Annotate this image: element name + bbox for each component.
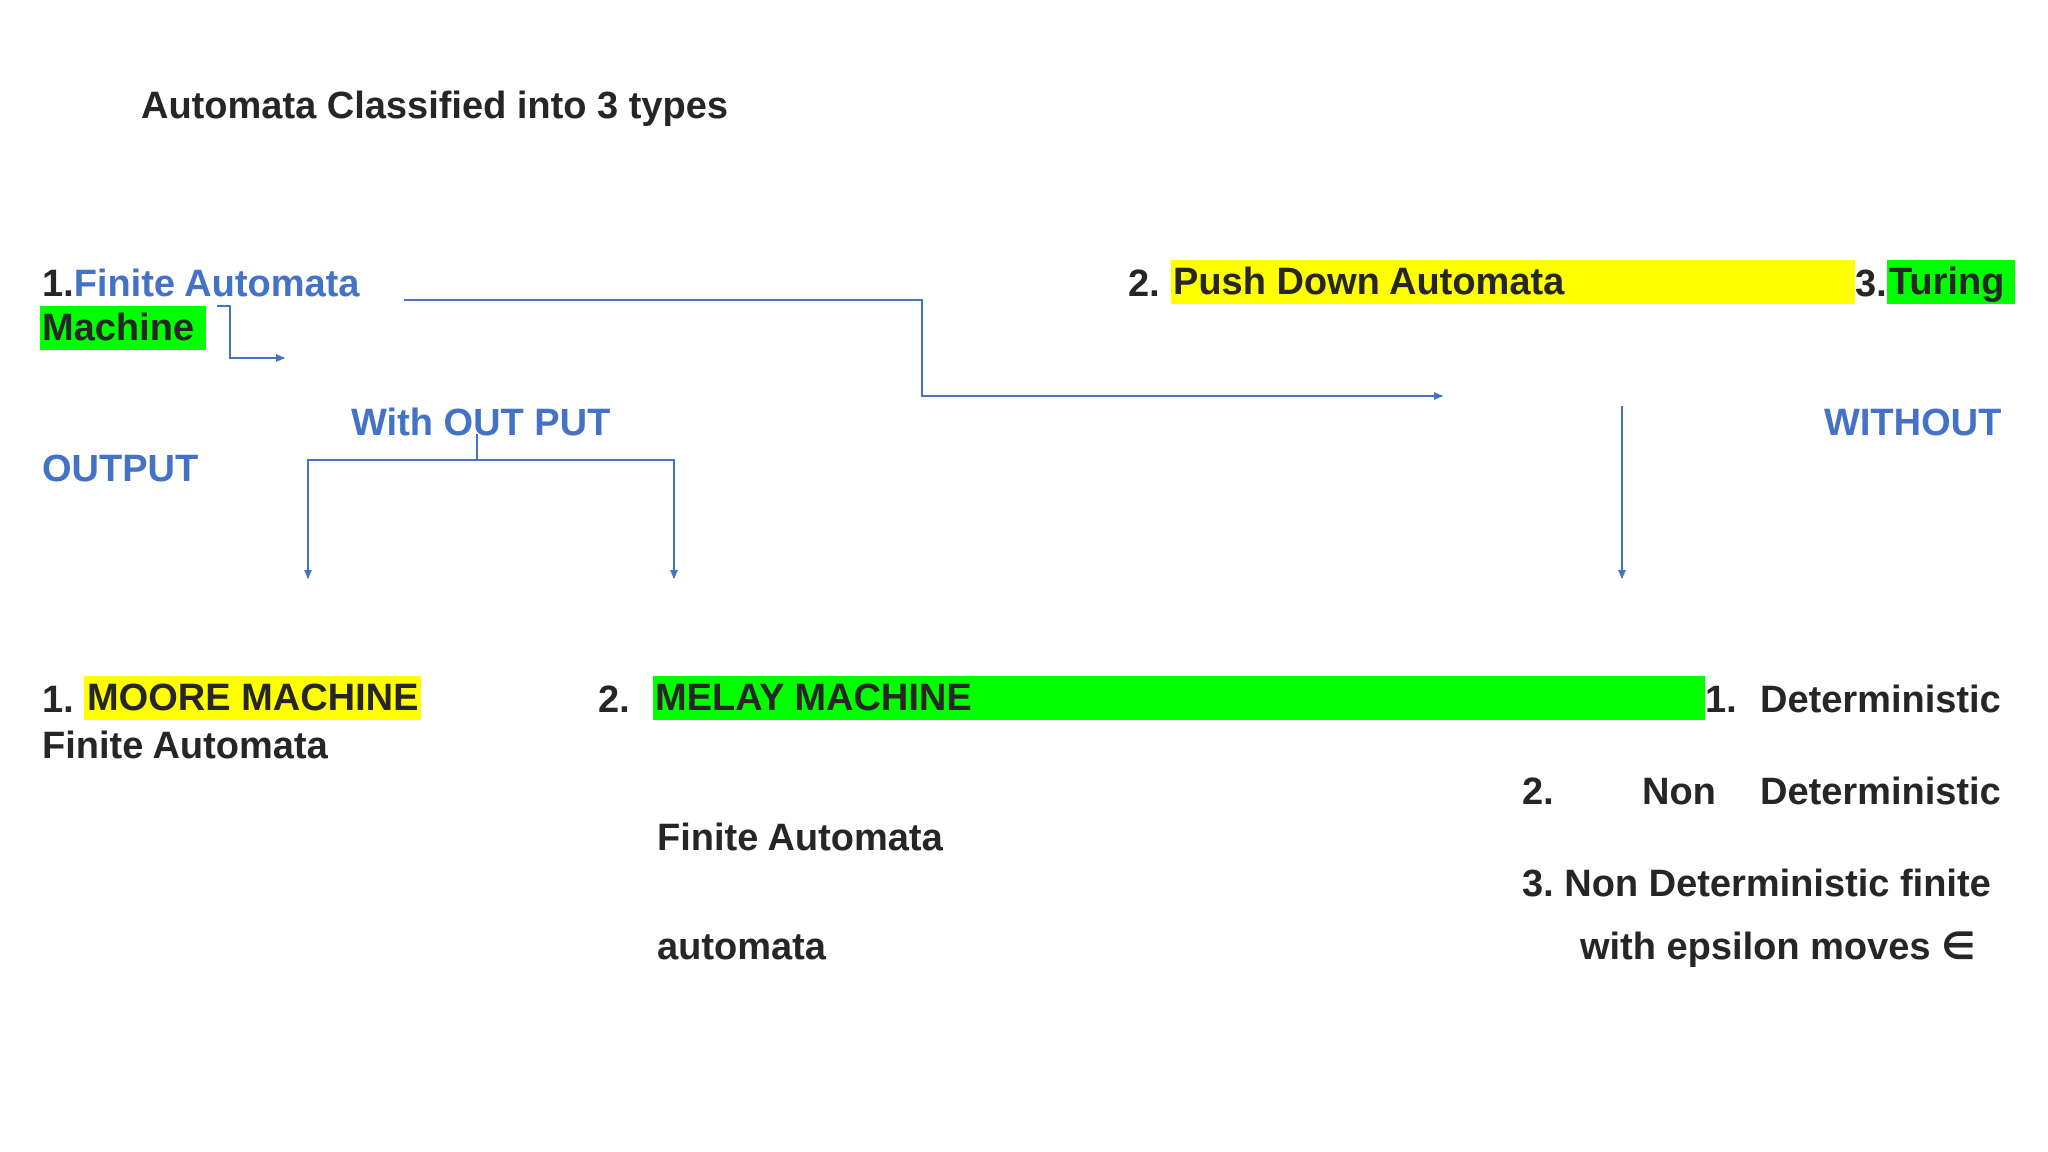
melay-machine-label: MELAY MACHINE: [653, 676, 1705, 720]
without-item-3-line-1: 3. Non Deterministic finite: [1522, 863, 1991, 905]
without-label: WITHOUT: [1824, 402, 2002, 444]
finite-automata-label: Finite Automata: [73, 263, 360, 305]
page-title: Automata Classified into 3 types: [141, 85, 729, 127]
arrow-to-melay: [477, 459, 678, 579]
pda-number: 2.: [1128, 263, 1160, 305]
with-output-label: With OUT PUT: [351, 402, 611, 444]
moore-machine-label: MOORE MACHINE: [84, 676, 422, 720]
moore-subtitle: Finite Automata: [42, 725, 328, 767]
without-item-1-number: 1.: [1705, 679, 1737, 721]
melay-subtitle-1: Finite Automata: [657, 817, 943, 859]
finite-automata-heading: 1.Finite Automata: [42, 265, 359, 303]
melay-number: 2.: [598, 679, 630, 721]
finite-automata-number: 1.: [42, 263, 74, 305]
turing-machine-continuation: Machine: [40, 306, 206, 350]
turing-number: 3.: [1855, 263, 1887, 305]
without-item-1-text: Deterministic: [1760, 679, 2001, 721]
fa-to-pda-connector: [404, 299, 1443, 400]
melay-subtitle-2: automata: [657, 926, 826, 968]
turing-label: Turing: [1887, 260, 2015, 304]
machine-bracket-arrow: [217, 305, 285, 362]
arrow-to-moore: [304, 459, 477, 579]
without-item-3-line-2: with epsilon moves ∈: [1580, 926, 1976, 968]
output-label: OUTPUT: [42, 448, 199, 490]
without-item-2-text-a: Non: [1642, 771, 1716, 813]
without-item-2-text-b: Deterministic: [1760, 771, 2001, 813]
pda-label: Push Down Automata: [1171, 260, 1855, 304]
moore-number: 1.: [42, 679, 74, 721]
without-item-2-number: 2.: [1522, 771, 1554, 813]
